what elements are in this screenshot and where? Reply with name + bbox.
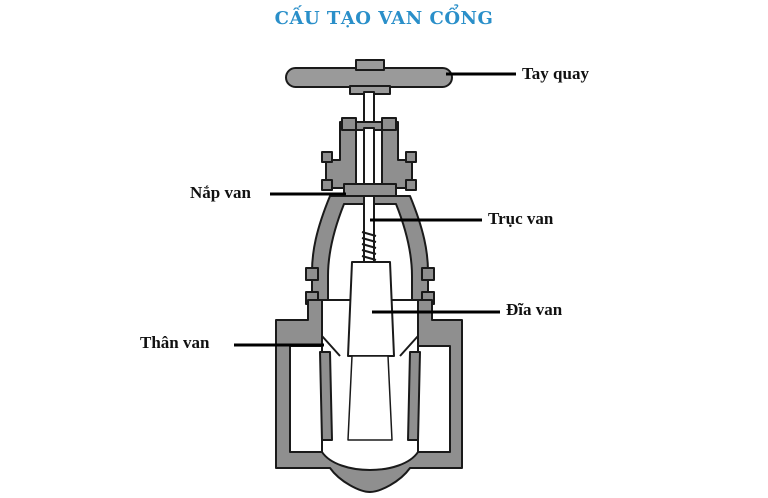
stem-lower: [361, 195, 377, 263]
gate-disc: [347, 261, 395, 441]
stem-middle: [363, 127, 375, 189]
disc-label: Đĩa van: [506, 300, 563, 319]
body-label: Thân van: [140, 333, 210, 352]
handwheel: [285, 59, 453, 95]
handwheel-label: Tay quay: [522, 64, 589, 83]
stem-label: Trục van: [488, 209, 554, 228]
diagram-title: CẤU TẠO VAN CỔNG: [274, 8, 494, 29]
bonnet-label: Nắp van: [190, 183, 251, 202]
